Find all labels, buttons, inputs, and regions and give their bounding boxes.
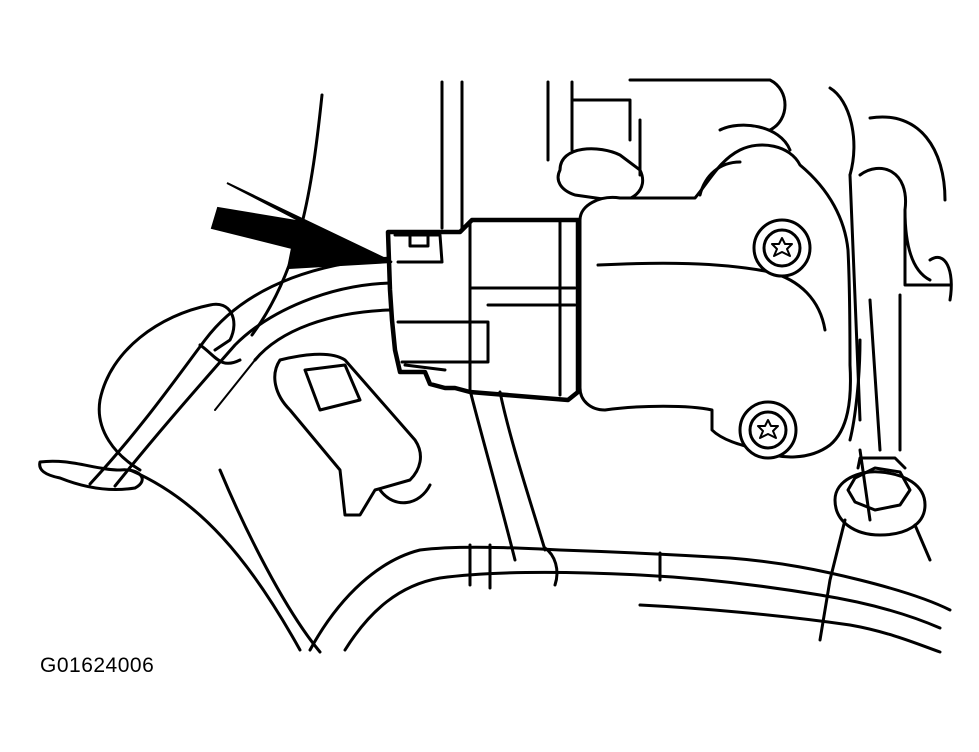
sensor-body bbox=[578, 123, 862, 459]
secondary-connector bbox=[273, 352, 432, 517]
main-connector bbox=[385, 217, 581, 403]
upper-torx-bolt bbox=[752, 218, 812, 278]
hex-bolt bbox=[818, 456, 932, 642]
lower-pipes bbox=[308, 388, 952, 654]
pointer-arrow-icon bbox=[210, 182, 393, 270]
hex-bolt-icon bbox=[846, 466, 912, 512]
figure-code: G01624006 bbox=[40, 654, 155, 677]
lower-torx-bolt bbox=[738, 400, 798, 460]
torx-bolt-icon bbox=[771, 237, 793, 257]
left-housing bbox=[38, 302, 322, 654]
